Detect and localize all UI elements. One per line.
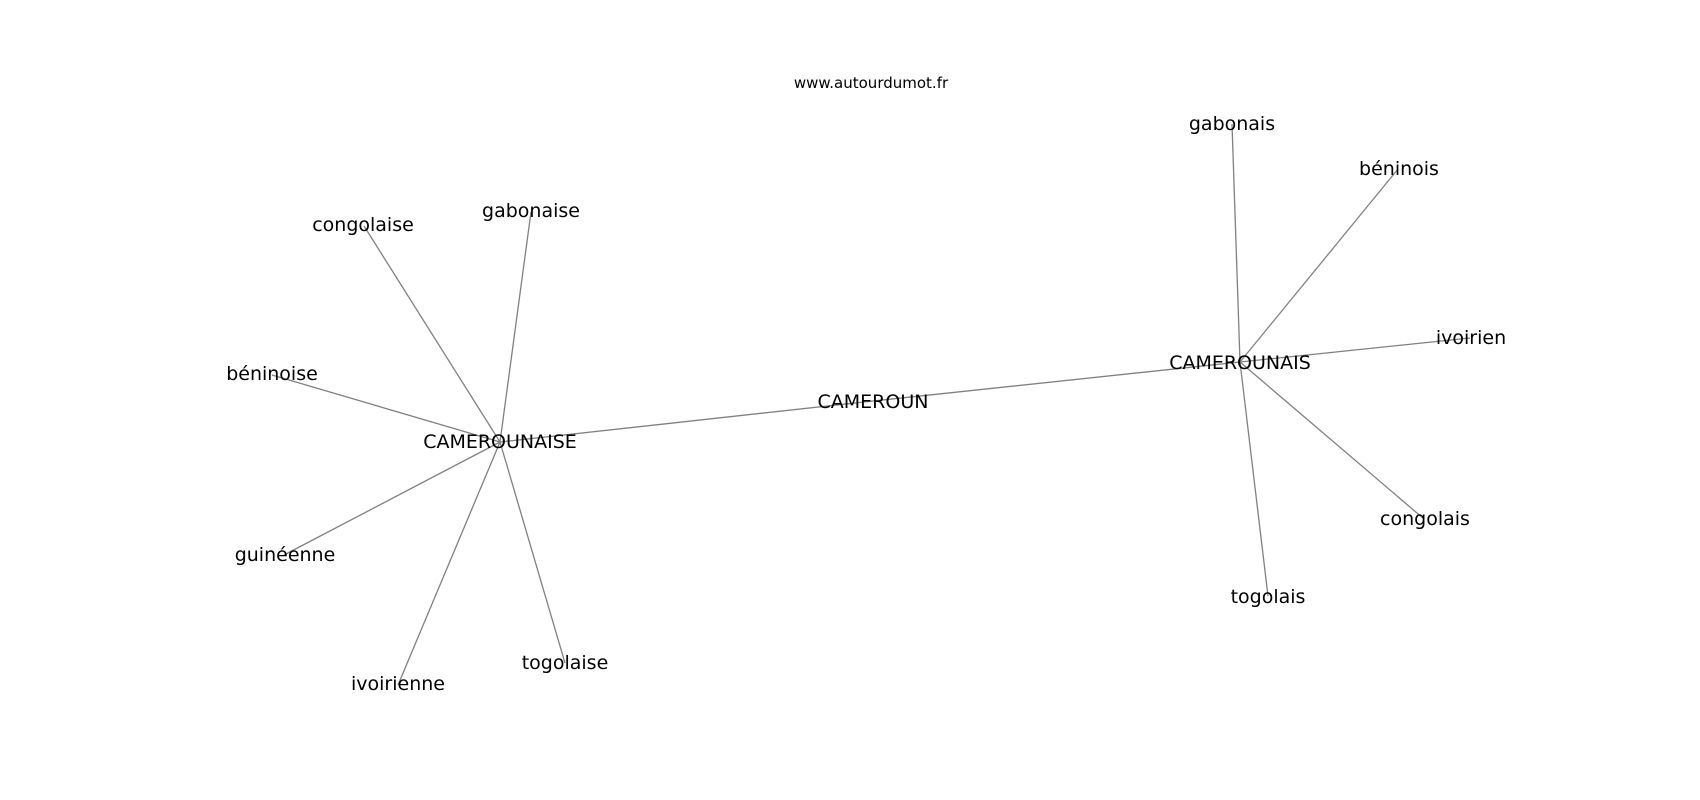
node-ivoirien: ivoirien (1436, 327, 1506, 349)
edge-camerounaise-guineenne (283, 441, 501, 556)
edge-camerounaise-congolaise (363, 225, 501, 443)
node-camerounais: CAMEROUNAIS (1169, 352, 1311, 374)
edge-cameroun-camerounaise (499, 400, 874, 443)
node-gabonais: gabonais (1189, 113, 1275, 135)
edge-camerounais-togolais (1239, 361, 1269, 597)
edge-camerounaise-togolaise (499, 441, 566, 664)
edge-camerounaise-beninoise (271, 374, 501, 443)
edge-camerounais-beninois (1239, 168, 1399, 363)
node-cameroun: CAMEROUN (818, 391, 929, 413)
edge-camerounaise-ivoirienne (397, 441, 501, 686)
edge-camerounais-ivoirien (1239, 337, 1471, 363)
edge-cameroun-camerounais (872, 361, 1241, 402)
node-gabonaise: gabonaise (482, 200, 580, 222)
node-congolais: congolais (1380, 508, 1470, 530)
node-ivoirienne: ivoirienne (351, 673, 445, 695)
node-beninois: béninois (1359, 158, 1439, 180)
node-congolaise: congolaise (312, 214, 414, 236)
edge-camerounais-gabonais (1231, 123, 1241, 363)
node-beninoise: béninoise (226, 363, 318, 385)
edge-camerounaise-gabonaise (499, 211, 532, 443)
node-togolais: togolais (1231, 586, 1306, 608)
site-url: www.autourdumot.fr (794, 74, 949, 92)
edges (271, 123, 1471, 686)
edge-camerounais-congolais (1239, 361, 1425, 520)
node-togolaise: togolaise (522, 652, 609, 674)
node-camerounaise: CAMEROUNAISE (423, 431, 577, 453)
nodes: CAMEROUN CAMEROUNAISE CAMEROUNAIS congol… (226, 113, 1506, 695)
node-guineenne: guinéenne (235, 544, 336, 566)
